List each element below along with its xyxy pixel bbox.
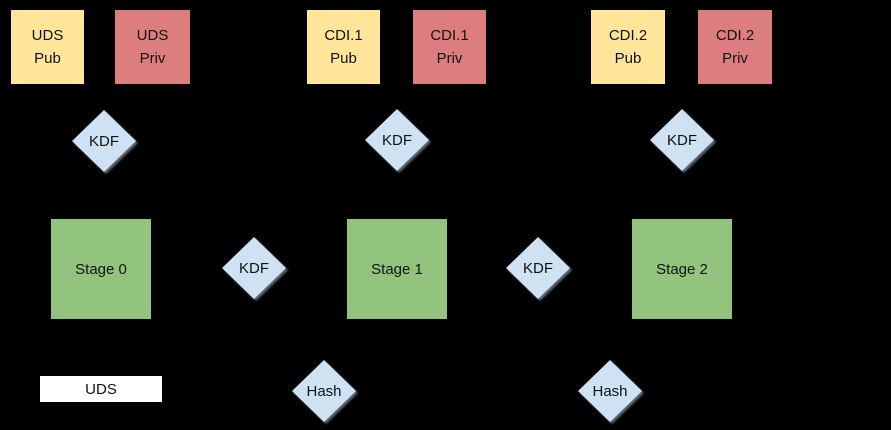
cdi2-pub-label-line1: CDI.2	[608, 27, 648, 44]
stage-1-label: Stage 1	[371, 260, 423, 278]
uds-secret-box: UDS	[40, 376, 162, 402]
kdf-diamond-cdi2: KDF	[650, 109, 714, 171]
stage-1-box: Stage 1	[347, 219, 447, 319]
uds-priv-key-box: UDS Priv	[115, 10, 190, 84]
kdf-label: KDF	[239, 259, 269, 277]
cdi1-pub-label-line2: Pub	[330, 50, 357, 67]
stage-0-box: Stage 0	[51, 219, 151, 319]
kdf-diamond-cdi1: KDF	[365, 109, 429, 171]
kdf-diamond-uds: KDF	[72, 110, 136, 172]
kdf-label: KDF	[89, 132, 119, 150]
kdf-diamond-shape: KDF	[72, 110, 136, 172]
hash-diamond-shape: Hash	[292, 360, 356, 422]
kdf-label: KDF	[382, 131, 412, 149]
uds-pub-label-line2: Pub	[34, 50, 61, 67]
cdi2-priv-label-line1: CDI.2	[715, 27, 755, 44]
uds-secret-label: UDS	[85, 380, 117, 398]
kdf-diamond-stage0-stage1: KDF	[222, 237, 286, 299]
hash-diamond-shape: Hash	[578, 360, 642, 422]
cdi2-pub-label-line2: Pub	[614, 50, 642, 67]
kdf-label: KDF	[523, 259, 553, 277]
cdi2-pub-key-box: CDI.2 Pub	[591, 10, 665, 84]
uds-priv-label-line2: Priv	[139, 50, 166, 67]
uds-pub-label-line1: UDS	[31, 27, 64, 44]
cdi1-priv-label-line1: CDI.1	[430, 27, 469, 44]
cdi2-priv-label-line2: Priv	[722, 50, 748, 67]
stage-0-label: Stage 0	[75, 260, 127, 278]
uds-priv-label-line1: UDS	[136, 27, 169, 44]
kdf-diamond-shape: KDF	[365, 109, 429, 171]
cdi1-priv-key-box: CDI.1 Priv	[413, 10, 486, 84]
kdf-diamond-stage1-stage2: KDF	[506, 237, 570, 299]
stage-2-box: Stage 2	[632, 219, 732, 319]
kdf-label: KDF	[667, 131, 697, 149]
stage-2-label: Stage 2	[656, 260, 708, 278]
cdi1-priv-label-line2: Priv	[436, 50, 463, 67]
cdi1-pub-label-line1: CDI.1	[324, 27, 363, 44]
kdf-diamond-shape: KDF	[506, 237, 570, 299]
hash-label: Hash	[306, 382, 342, 400]
cdi1-pub-key-box: CDI.1 Pub	[307, 10, 380, 84]
kdf-diamond-shape: KDF	[650, 109, 714, 171]
hash-label: Hash	[592, 382, 628, 400]
hash-diamond-stage2: Hash	[578, 360, 642, 422]
uds-pub-key-box: UDS Pub	[11, 10, 84, 84]
hash-diamond-stage1: Hash	[292, 360, 356, 422]
kdf-diamond-shape: KDF	[222, 237, 286, 299]
cdi2-priv-key-box: CDI.2 Priv	[698, 10, 772, 84]
